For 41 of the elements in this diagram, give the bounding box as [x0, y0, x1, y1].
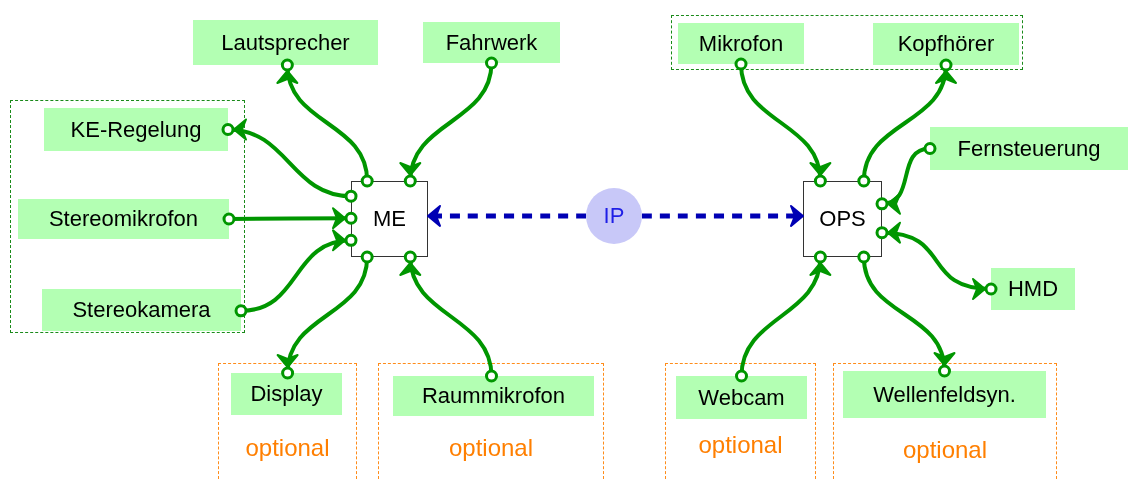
component-label: Fernsteuerung — [930, 127, 1128, 170]
connector-arrow — [857, 250, 954, 378]
component-label: Webcam — [676, 376, 807, 419]
system-box: ME — [351, 181, 428, 257]
component-label: Wellenfeldsyn. — [843, 371, 1046, 418]
connector-arrow — [427, 204, 586, 227]
optional-note: optional — [447, 434, 535, 462]
component-label: KE-Regelung — [44, 108, 228, 151]
connector-arrow — [222, 206, 358, 230]
connector-arrow — [278, 250, 374, 380]
optional-note: optional — [901, 436, 989, 464]
network-circle: IP — [586, 188, 642, 244]
component-label: HMD — [991, 268, 1075, 310]
optional-frame — [218, 363, 357, 479]
connector-arrow — [400, 56, 498, 188]
connector-arrow — [221, 119, 358, 203]
system-box: OPS — [803, 181, 882, 257]
optional-frame — [833, 363, 1057, 479]
connector-arrow — [277, 58, 374, 188]
connector-arrow — [735, 250, 830, 383]
component-label: Kopfhörer — [873, 23, 1019, 65]
component-label: Fahrwerk — [423, 22, 560, 63]
connector-arrow — [642, 204, 804, 227]
connector-arrow — [234, 230, 358, 318]
component-label: Mikrofon — [678, 23, 804, 64]
group-frame — [671, 15, 1023, 70]
component-label: Lautsprecher — [193, 20, 378, 65]
optional-frame — [378, 363, 604, 479]
group-frame — [10, 100, 245, 333]
connector-arrow — [857, 58, 956, 188]
optional-note: optional — [697, 431, 784, 459]
connector-arrow — [875, 222, 998, 300]
component-label: Display — [231, 373, 342, 415]
component-label: Stereomikrofon — [18, 199, 229, 239]
connector-arrow — [400, 250, 498, 383]
component-label: Stereokamera — [42, 289, 241, 331]
optional-note: optional — [244, 434, 331, 462]
connector-arrow — [875, 142, 937, 213]
component-label: Raummikrofon — [393, 376, 594, 416]
connector-arrow — [734, 57, 830, 188]
optional-frame — [665, 363, 816, 479]
